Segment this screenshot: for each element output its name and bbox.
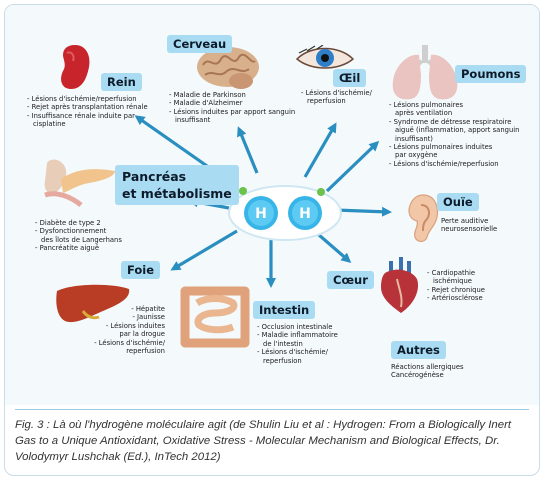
- list-item: après ventilation: [395, 109, 453, 118]
- diagram-area: H H: [5, 5, 539, 405]
- arrow-to-ouie: [334, 206, 392, 217]
- atom-left-label: H: [255, 206, 267, 222]
- eye-illustration: [295, 45, 355, 69]
- liver-illustration: [56, 284, 130, 323]
- list-oeil: - Lésions d'ischémie/ reperfusion: [301, 89, 372, 106]
- figure-caption: Fig. 3 : Là où l'hydrogène moléculaire a…: [15, 419, 512, 463]
- label-rein: Rein: [101, 73, 142, 91]
- arrow-to-foie: [170, 229, 238, 271]
- list-item: - Maladie de Parkinson: [169, 91, 246, 99]
- list-item: - Rejet chronique: [427, 285, 485, 294]
- intestine-illustration: [180, 286, 250, 348]
- label-pancreas-line1: Pancréas: [122, 169, 187, 184]
- list-item: - Hépatite: [131, 305, 165, 313]
- list-item: - Maladie d'Alzheimer: [169, 99, 243, 108]
- label-pancreas-line2: et métabolisme: [122, 186, 232, 201]
- list-item: - Pancréatite aiguë: [35, 244, 100, 253]
- list-item: - Lésions d'ischémie/: [94, 338, 165, 347]
- list-item: - Lésions d'ischémie/reperfusion: [27, 95, 137, 103]
- list-foie: - Hépatite - Jaunisse - Lésions induites…: [65, 305, 165, 355]
- brain-illustration: [197, 47, 259, 89]
- list-poumons: - Lésions pulmonaires après ventilation …: [389, 101, 519, 168]
- list-rein: - Lésions d'ischémie/reperfusion - Rejet…: [27, 95, 148, 129]
- pancreas-illustration: [44, 159, 115, 207]
- label-pancreas: Pancréas et métabolisme: [115, 165, 239, 205]
- list-item: - Lésions d'ischémie/: [257, 348, 328, 357]
- list-item: Réactions allergiques: [391, 363, 464, 371]
- list-item: cisplatine: [33, 120, 66, 129]
- label-coeur: Cœur: [327, 271, 374, 289]
- list-item: - Lésions induites: [105, 321, 165, 330]
- list-item: - Maladie inflammatoire: [257, 331, 338, 340]
- list-item: - Jaunisse: [132, 313, 165, 322]
- list-item: Cancérogénèse: [391, 371, 444, 380]
- kidney-illustration: [61, 45, 90, 89]
- list-coeur: - Cardiopathie ischémique - Rejet chroni…: [427, 269, 485, 303]
- list-item: reperfusion: [126, 347, 165, 356]
- label-poumons: Poumons: [455, 65, 527, 83]
- list-pancreas: - Diabète de type 2 - Dysfonctionnement …: [35, 219, 122, 253]
- list-item: - Artériosclérose: [427, 294, 483, 303]
- list-item: aiguë (inflammation, apport sanguin: [395, 126, 520, 135]
- list-cerveau: - Maladie de Parkinson - Maladie d'Alzhe…: [169, 91, 295, 125]
- atom-right-label: H: [299, 206, 311, 222]
- heart-illustration: [381, 257, 419, 313]
- label-cerveau: Cerveau: [167, 35, 233, 53]
- list-item: - Rejet après transplantation rénale: [27, 103, 148, 112]
- label-ouie: Ouïe: [437, 193, 479, 211]
- list-item: - Occlusion intestinale: [257, 323, 333, 331]
- list-item: insuffisant): [395, 134, 433, 143]
- list-item: - Lésions pulmonaires induites: [389, 143, 493, 152]
- list-item: ischémique: [433, 277, 472, 286]
- list-item: par la drogue: [119, 330, 165, 339]
- label-intestin: Intestin: [253, 301, 316, 319]
- arrow-to-cerveau: [237, 126, 259, 174]
- list-item: par oxygène: [395, 151, 438, 160]
- list-item: - Cardiopathie: [427, 269, 476, 277]
- arrow-to-coeur: [317, 233, 352, 263]
- caption-divider: [15, 409, 529, 410]
- list-item: des îlots de Langerhans: [41, 235, 122, 244]
- h2-molecule: H H: [228, 185, 342, 241]
- list-item: - Diabète de type 2: [35, 219, 101, 227]
- lungs-illustration: [392, 45, 458, 100]
- label-foie: Foie: [121, 261, 161, 279]
- list-item: - Dysfonctionnement: [35, 227, 107, 236]
- list-ouie: Perte auditive neurosensorielle: [441, 217, 497, 234]
- list-item: - Lésions pulmonaires: [389, 101, 464, 109]
- list-item: reperfusion: [263, 356, 302, 365]
- arrow-to-oeil: [303, 122, 337, 178]
- list-item: Perte auditive: [441, 217, 489, 225]
- list-item: - Lésions induites par apport sanguin: [169, 107, 296, 116]
- list-item: insuffisant: [175, 116, 211, 125]
- label-autres: Autres: [391, 341, 446, 359]
- list-item: reperfusion: [307, 97, 346, 106]
- list-item: - Lésions d'ischémie/: [301, 89, 372, 97]
- list-intestin: - Occlusion intestinale - Maladie inflam…: [257, 323, 338, 365]
- list-item: - Lésions d'ischémie/reperfusion: [389, 159, 499, 168]
- list-item: de l'intestin: [263, 339, 303, 348]
- figure-frame: H H: [4, 4, 540, 476]
- label-oeil: Œil: [333, 69, 367, 87]
- list-item: - Syndrome de détresse respiratoire: [389, 117, 512, 126]
- arrow-to-poumons: [325, 140, 380, 193]
- list-item: neurosensorielle: [441, 225, 498, 234]
- list-item: - Insuffisance rénale induite par: [27, 111, 135, 120]
- list-autres: Réactions allergiques Cancérogénèse: [391, 363, 464, 380]
- ear-illustration: [408, 194, 439, 243]
